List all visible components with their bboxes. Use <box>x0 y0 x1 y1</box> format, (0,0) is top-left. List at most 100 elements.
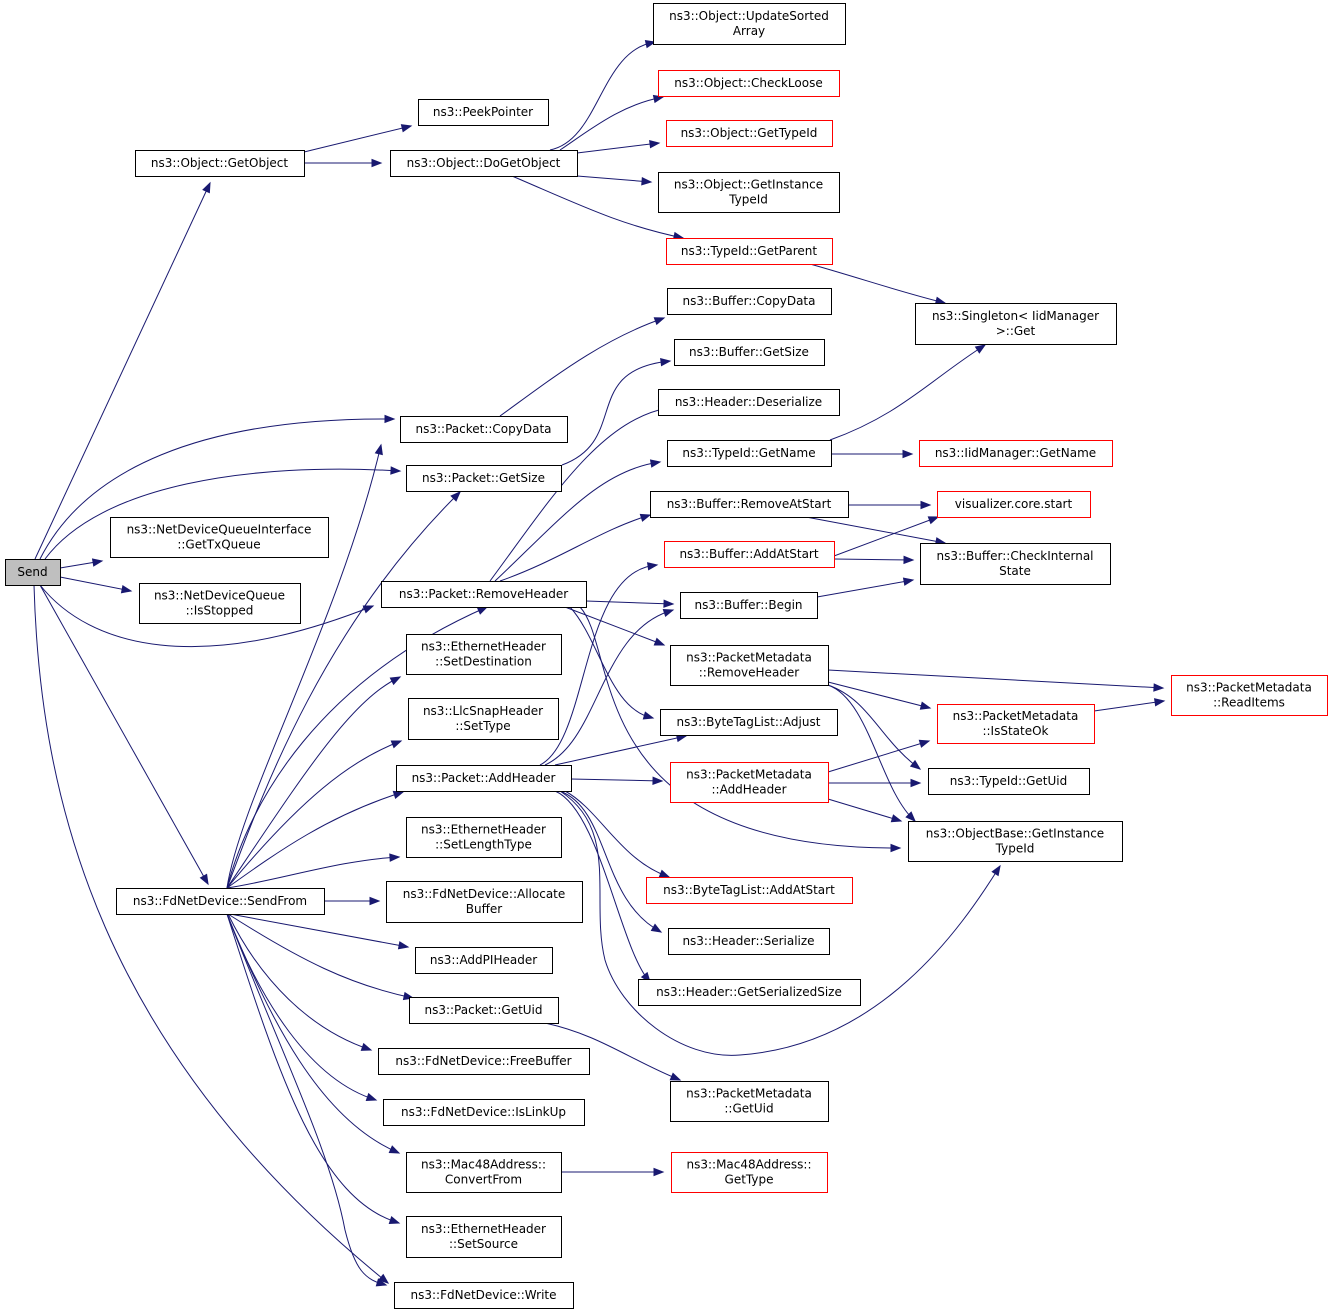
node-pm-addheader[interactable]: ns3::PacketMetadata::AddHeader <box>670 762 829 803</box>
node-label: ConvertFrom <box>445 1173 522 1187</box>
node-fd-write[interactable]: ns3::FdNetDevice::Write <box>394 1282 574 1309</box>
node-pm-isstateok[interactable]: ns3::PacketMetadata::IsStateOk <box>937 704 1095 744</box>
node-label: ns3::Packet::GetSize <box>422 471 545 485</box>
node-fd-freebuf[interactable]: ns3::FdNetDevice::FreeBuffer <box>378 1048 590 1075</box>
call-edge-to-btl-adjust <box>569 606 654 719</box>
node-box <box>408 698 559 740</box>
call-edge-to-pm-addheader <box>570 778 663 782</box>
node-gettxqueue[interactable]: ns3::NetDeviceQueueInterface::GetTxQueue <box>110 517 329 558</box>
node-label: ns3::ByteTagList::AddAtStart <box>663 883 835 897</box>
call-edge-to-fd-sendfrom <box>39 584 209 885</box>
node-peekpointer[interactable]: ns3::PeekPointer <box>418 99 549 126</box>
node-pkt-getuid[interactable]: ns3::Packet::GetUid <box>409 997 559 1024</box>
node-hdr-getsersize[interactable]: ns3::Header::GetSerializedSize <box>638 979 861 1006</box>
node-pkt-addheader[interactable]: ns3::Packet::AddHeader <box>396 765 572 792</box>
node-pkt-removeheader[interactable]: ns3::Packet::RemoveHeader <box>381 581 587 608</box>
node-pkt-getsize[interactable]: ns3::Packet::GetSize <box>406 465 562 492</box>
call-edge-to-mac-convertfrom <box>226 913 400 1154</box>
node-label: ns3::FdNetDevice::SendFrom <box>133 894 307 908</box>
call-edge-to-obj-gettypeid <box>576 142 660 154</box>
node-box <box>928 768 1090 795</box>
call-edge-to-pkt-addheader <box>226 791 404 889</box>
node-eth-setlength[interactable]: ns3::EthernetHeader::SetLengthType <box>406 817 562 858</box>
node-buf-getsize[interactable]: ns3::Buffer::GetSize <box>674 339 825 366</box>
node-label: ::SetDestination <box>435 655 532 669</box>
arrowhead-icon <box>375 1278 388 1287</box>
node-btl-addatstart[interactable]: ns3::ByteTagList::AddAtStart <box>646 877 853 904</box>
arrowhead-icon <box>450 491 461 502</box>
node-addpiheader[interactable]: ns3::AddPIHeader <box>415 947 553 974</box>
call-edge-to-singleton <box>809 263 946 304</box>
node-label: ::RemoveHeader <box>699 666 800 680</box>
node-fd-islinkup[interactable]: ns3::FdNetDevice::IsLinkUp <box>383 1099 585 1126</box>
call-edge-to-pkt-removeheader <box>39 584 374 648</box>
call-edge-to-buf-checkinternal <box>805 516 946 544</box>
arrowhead-icon <box>392 790 405 799</box>
call-edge-to-pkt-copydata <box>39 418 395 560</box>
node-fd-sendfrom[interactable]: ns3::FdNetDevice::SendFrom <box>116 888 325 915</box>
node-iid-getname[interactable]: ns3::IidManager::GetName <box>919 440 1113 467</box>
node-label: ns3::PacketMetadata <box>1186 681 1312 695</box>
node-isstopped[interactable]: ns3::NetDeviceQueue::IsStopped <box>139 583 301 624</box>
node-singleton[interactable]: ns3::Singleton< IidManager>::Get <box>915 303 1117 345</box>
node-pkt-copydata[interactable]: ns3::Packet::CopyData <box>400 416 568 443</box>
call-edge-to-btl-adjust <box>554 735 687 766</box>
node-label: ::SetLengthType <box>435 838 532 852</box>
node-label: ns3::Object::UpdateSorted <box>669 9 829 23</box>
call-edge-to-pm-getuid <box>544 1022 681 1081</box>
node-buf-addatstart[interactable]: ns3::Buffer::AddAtStart <box>664 541 835 568</box>
arrowhead-icon <box>646 562 659 571</box>
arrowhead-icon <box>903 555 915 565</box>
node-pm-getuid[interactable]: ns3::PacketMetadata::GetUid <box>670 1081 829 1122</box>
node-pm-removeheader[interactable]: ns3::PacketMetadata::RemoveHeader <box>670 645 829 686</box>
node-box <box>667 288 832 315</box>
node-buf-removeatstart[interactable]: ns3::Buffer::RemoveAtStart <box>650 491 849 518</box>
node-getparent[interactable]: ns3::TypeId::GetParent <box>666 238 833 265</box>
node-label: ::IsStateOk <box>982 724 1048 738</box>
node-typeid-getname[interactable]: ns3::TypeId::GetName <box>667 440 832 467</box>
call-edge-to-getparent <box>511 175 684 239</box>
node-buf-begin[interactable]: ns3::Buffer::Begin <box>680 592 818 619</box>
node-mac-gettype[interactable]: ns3::Mac48Address::GetType <box>671 1152 828 1193</box>
arrowhead-icon <box>650 923 663 933</box>
arrowhead-icon <box>390 466 402 475</box>
call-edge-to-eth-setsource <box>226 913 400 1224</box>
node-llc-settype[interactable]: ns3::LlcSnapHeader::SetType <box>408 698 559 740</box>
node-label: ns3::TypeId::GetName <box>682 446 815 460</box>
arrowhead-icon <box>639 513 652 522</box>
node-label: ns3::EthernetHeader <box>421 1222 546 1236</box>
node-hdr-serialize[interactable]: ns3::Header::Serialize <box>668 928 830 955</box>
call-edge-to-typeid-getuid <box>827 684 921 770</box>
arrowhead-icon <box>653 1167 665 1177</box>
arrowhead-icon <box>199 873 209 886</box>
node-label: Array <box>733 24 765 38</box>
node-eth-setsource[interactable]: ns3::EthernetHeader::SetSource <box>406 1216 562 1258</box>
node-dogetobject[interactable]: ns3::Object::DoGetObject <box>390 150 578 177</box>
node-mac-convertfrom[interactable]: ns3::Mac48Address::ConvertFrom <box>406 1152 562 1193</box>
node-vis-start[interactable]: visualizer.core.start <box>937 491 1091 518</box>
node-obj-gettypeid[interactable]: ns3::Object::GetTypeId <box>666 120 833 147</box>
node-typeid-getuid[interactable]: ns3::TypeId::GetUid <box>928 768 1090 795</box>
node-eth-setdest[interactable]: ns3::EthernetHeader::SetDestination <box>406 634 562 675</box>
node-box <box>658 172 840 213</box>
node-label: ns3::Packet::RemoveHeader <box>399 587 568 601</box>
node-getobject[interactable]: ns3::Object::GetObject <box>135 150 305 177</box>
arrowhead-icon <box>910 778 922 788</box>
node-box <box>381 581 587 608</box>
node-btl-adjust[interactable]: ns3::ByteTagList::Adjust <box>660 709 838 736</box>
node-hdr-deserialize[interactable]: ns3::Header::Deserialize <box>658 389 840 416</box>
node-box <box>415 947 553 974</box>
node-pm-readitems[interactable]: ns3::PacketMetadata::ReadItems <box>1171 675 1328 716</box>
node-buf-copydata[interactable]: ns3::Buffer::CopyData <box>667 288 832 315</box>
node-label: ns3::Object::GetObject <box>151 156 289 170</box>
call-edge-to-getobject <box>34 182 211 560</box>
call-edge-to-updatesorted <box>549 41 656 151</box>
arrowhead-icon <box>991 864 1001 877</box>
node-label: ns3::AddPIHeader <box>430 953 537 967</box>
node-checkloose[interactable]: ns3::Object::CheckLoose <box>658 70 840 97</box>
